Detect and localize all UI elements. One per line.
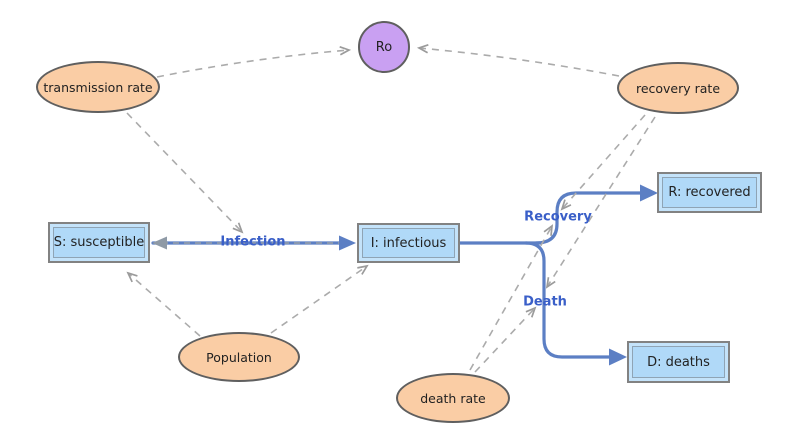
influence-links [126,44,656,373]
node-transmission-rate[interactable]: transmission rate [36,61,160,113]
node-deaths-label: D: deaths [647,354,710,370]
node-death-rate[interactable]: death rate [396,373,510,423]
link-population-to-susceptible[interactable] [126,271,201,337]
node-infectious-stock[interactable]: I: infectious [357,223,460,263]
flow-arrowheads [152,184,658,366]
link-recovery-rate-to-death[interactable] [545,116,656,289]
node-ro[interactable]: Ro [358,21,410,73]
link-death-rate-to-recovery[interactable] [469,224,554,371]
arrowhead-into-infectious [339,235,356,251]
link-death-rate-to-death[interactable] [474,306,537,373]
node-ro-label: Ro [375,39,393,55]
node-recovered-label: R: recovered [668,185,751,200]
link-transmission-rate-to-infection[interactable] [126,112,244,234]
link-population-to-infectious[interactable] [270,264,369,334]
arrowhead-into-deaths [609,348,627,366]
node-infectious-label: I: infectious [370,235,447,251]
node-recovered-stock[interactable]: R: recovered [657,172,762,213]
node-population[interactable]: Population [178,332,300,382]
node-recovery-rate-label: recovery rate [635,80,721,96]
node-recovery-rate[interactable]: recovery rate [617,62,739,114]
link-recovery-rate-to-ro[interactable] [416,44,620,77]
arrowhead-into-susceptible [152,236,167,250]
node-susceptible-label: S: susceptible [53,235,145,250]
flow-infection-label[interactable]: Infection [220,234,286,250]
node-susceptible-stock[interactable]: S: susceptible [48,222,150,263]
flow-death-label[interactable]: Death [523,294,567,310]
node-transmission-rate-label: transmission rate [43,79,153,95]
flow-recovery-label[interactable]: Recovery [524,209,592,225]
node-population-label: Population [206,349,272,365]
node-death-rate-label: death rate [420,390,486,406]
flow-recovery-line[interactable] [534,191,643,245]
link-recovery-rate-to-recovery[interactable] [560,114,646,211]
arrowhead-into-recovered [640,184,658,202]
node-deaths-stock[interactable]: D: deaths [627,341,730,383]
flow-death-line[interactable] [524,241,612,359]
link-transmission-rate-to-ro[interactable] [156,45,352,78]
